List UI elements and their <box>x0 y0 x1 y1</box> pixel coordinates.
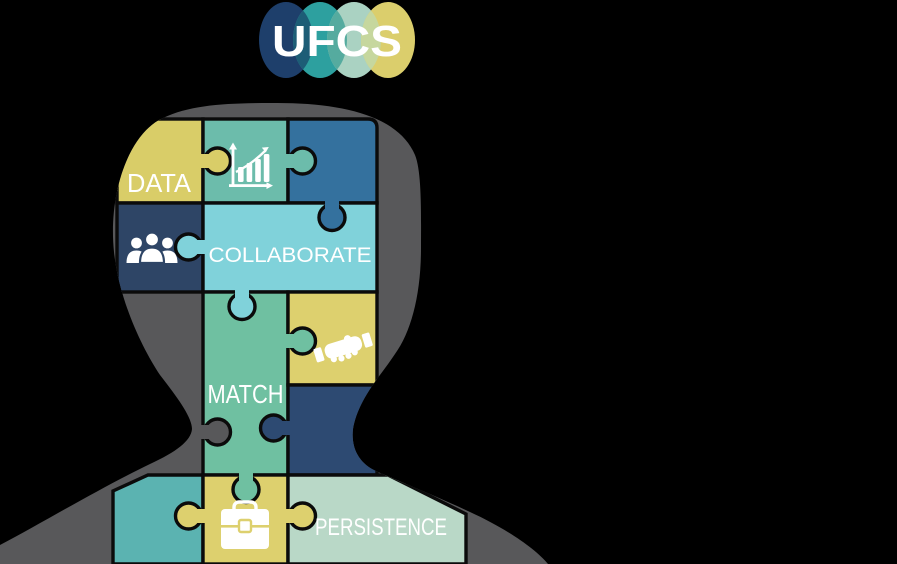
label-persistence: PERSISTENCE <box>315 514 447 541</box>
bar-chart-icon <box>229 142 273 189</box>
logo-overlap-3 <box>361 10 381 70</box>
ufcs-logo: UFCS <box>259 2 415 78</box>
logo-overlap-1 <box>293 10 313 70</box>
label-collaborate: COLLABORATE <box>209 244 372 267</box>
label-match: MATCH <box>208 381 284 409</box>
people-icon <box>126 231 178 265</box>
logo-overlap-2 <box>327 10 347 70</box>
piece-collaborate <box>201 201 379 294</box>
label-data: DATA <box>127 170 191 198</box>
handshake-icon <box>313 332 373 363</box>
puzzle-knobs <box>173 146 347 531</box>
briefcase-icon <box>221 500 269 549</box>
piece-persistence <box>286 473 468 564</box>
logo-text: UFCS <box>272 17 402 66</box>
piece-topright <box>286 117 379 205</box>
labels: DATA COLLABORATE MATCH PERSISTENCE <box>127 170 447 541</box>
